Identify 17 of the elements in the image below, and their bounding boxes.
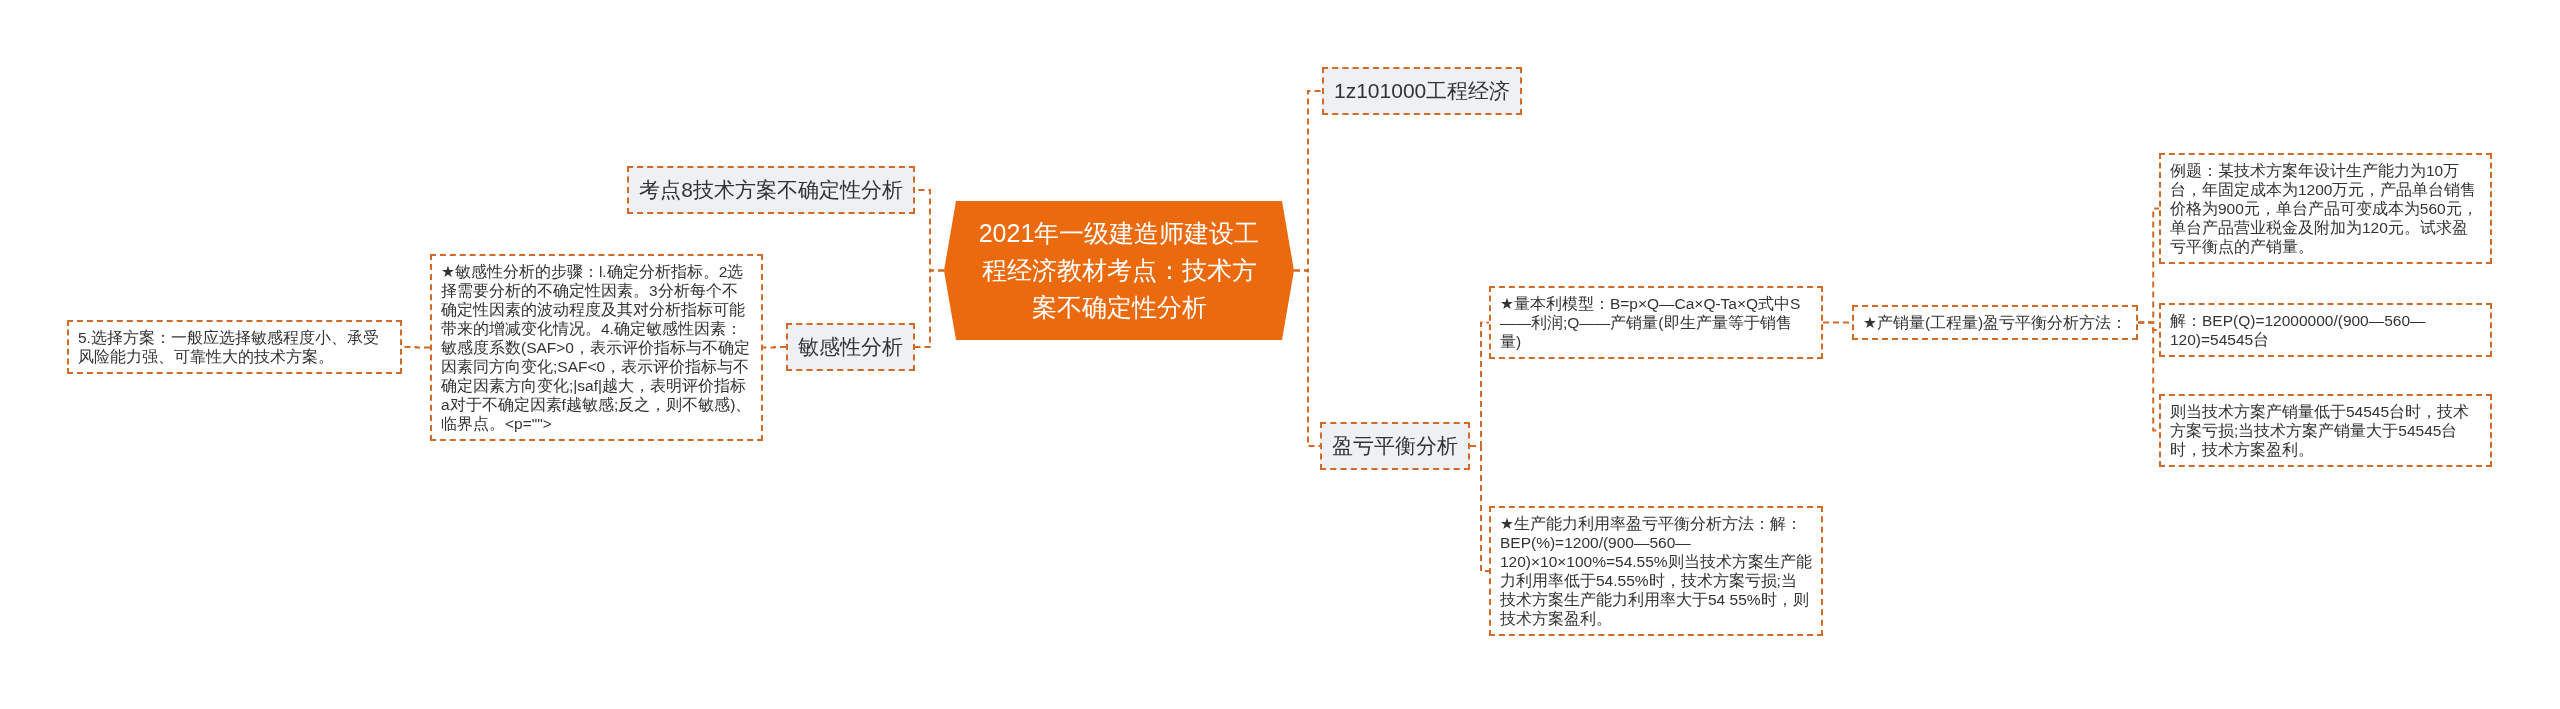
note-box: ★量本利模型：B=p×Q—Ca×Q-Ta×Q式中S——利润;Q——产销量(即生产量等于销售量) [1489,286,1823,359]
topic-box: 考点8技术方案不确定性分析 [627,166,915,214]
connector-line [1469,445,1490,572]
connector-line [1293,269,1321,447]
note-box: ★产销量(工程量)盈亏平衡分析方法： [1852,305,2139,340]
central-topic: 2021年一级建造师建设工程经济教材考点：技术方案不确定性分析 [944,201,1294,340]
note-box: ★敏感性分析的步骤：l.确定分析指标。2选择需要分析的不确定性因素。3分析每个不确定性因素的波动程度及其对分析指标可能带来的增减变化情况。4.确定敏感性因素：敏感度系数(SAF>0，表示评价指标与不确定因素同方向变化;SAF<0，表示评价指标与不确定因素方向变化;|saf|越大，表明评价指标a对于不确定因素f越敏感;反之，则不敏感)、临界点。<p=""> [430,254,763,441]
note-box: 5.选择方案：一般应选择敏感程度小、承受风险能力强、可靠性大的技术方案。 [67,320,402,374]
note-box: 解：BEP(Q)=12000000/(900—560—120)=54545台 [2159,303,2492,357]
note-box: 例题：某技术方案年设计生产能力为10万台，年固定成本为1200万元，产品单台销售价格为900元，单台产品可变成本为560元，单台产品营业税金及附加为120元。试求盈亏平衡点的产销量。 [2159,153,2492,264]
topic-box: 敏感性分析 [786,323,915,371]
topic-box: 盈亏平衡分析 [1320,422,1470,470]
connector-line [762,346,787,349]
note-box: ★生产能力利用率盈亏平衡分析方法：解：BEP(%)=1200/(900—560—120)×10×100%=54.55%则当技术方案生产能力利用率低于54.55%时，技术方案亏损;当技术方案生产能力利用率大于54 55%时，则技术方案盈利。 [1489,506,1823,636]
topic-box: 1z101000工程经济 [1322,67,1523,115]
connector-line [914,269,945,348]
note-box: 则当技术方案产销量低于54545台时，技术方案亏损;当技术方案产销量大于54545台时，技术方案盈利。 [2159,394,2492,467]
